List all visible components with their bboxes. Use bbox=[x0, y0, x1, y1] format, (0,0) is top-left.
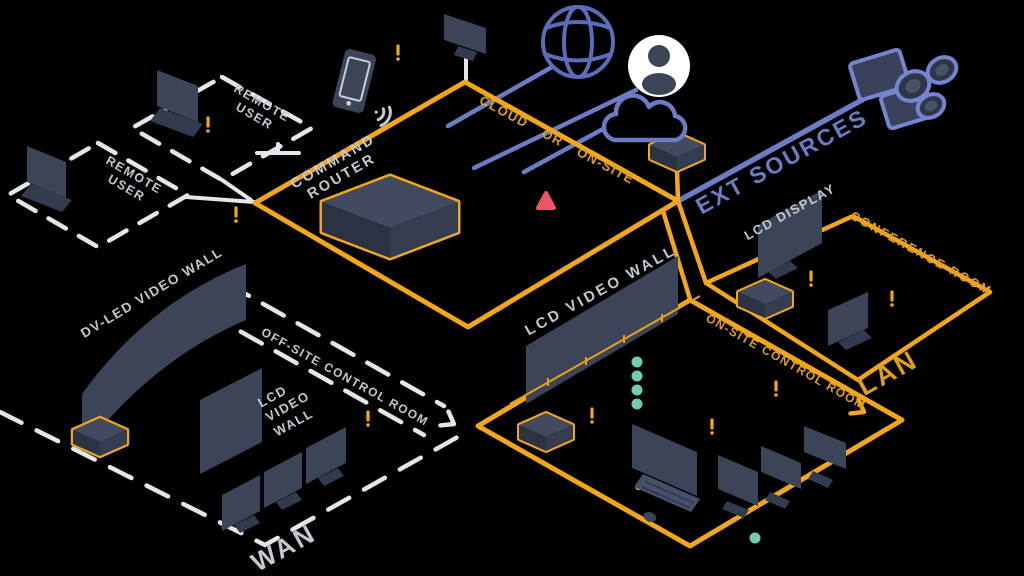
status-dot bbox=[631, 356, 643, 368]
alert-icon bbox=[710, 418, 714, 435]
alert-icon bbox=[234, 206, 238, 223]
on-site-arrow-icon bbox=[848, 397, 867, 416]
status-dot bbox=[631, 370, 643, 382]
alert-icon bbox=[809, 270, 813, 287]
command-router-zone bbox=[252, 79, 681, 330]
conference-room-zone bbox=[703, 213, 993, 383]
status-dot bbox=[631, 398, 643, 410]
monitor-icon bbox=[222, 475, 260, 533]
off-site-link bbox=[203, 281, 447, 438]
tablet-icon bbox=[332, 49, 376, 113]
status-dot bbox=[631, 384, 643, 396]
remote-user-zone-1 bbox=[127, 74, 317, 183]
monitor-icon bbox=[306, 427, 346, 486]
alert-icon bbox=[890, 290, 894, 307]
off-site-video-wall-panel bbox=[200, 368, 262, 474]
monitor-icon bbox=[718, 455, 758, 518]
alert-icon bbox=[206, 116, 210, 133]
globe-icon bbox=[541, 5, 615, 79]
status-dots bbox=[631, 356, 761, 544]
monitor-icon bbox=[761, 446, 801, 509]
alert-icons bbox=[206, 44, 894, 435]
status-dot bbox=[749, 532, 761, 544]
keyboard-icon bbox=[634, 474, 700, 512]
alert-icon bbox=[774, 380, 778, 397]
off-site-arrow-icon bbox=[438, 409, 457, 428]
router-box bbox=[319, 173, 461, 261]
wifi-icon bbox=[374, 105, 392, 127]
lcd-display-panel bbox=[758, 190, 822, 279]
mouse-icon bbox=[643, 511, 657, 523]
laptop-icon bbox=[150, 70, 203, 137]
device-node bbox=[517, 411, 575, 453]
alert-icon bbox=[590, 407, 594, 424]
remote-user-zone-2 bbox=[3, 140, 193, 250]
zone-connectors bbox=[660, 168, 709, 302]
device-node bbox=[736, 278, 794, 320]
on-site-monitors bbox=[718, 426, 846, 518]
wan-zone-border bbox=[0, 409, 466, 548]
source-lines bbox=[445, 64, 865, 203]
monitor-icon bbox=[444, 14, 486, 61]
camera-icon bbox=[848, 47, 959, 131]
dv-led-video-wall bbox=[82, 264, 246, 452]
video-wall-rail bbox=[509, 295, 701, 405]
user-icon bbox=[628, 35, 690, 97]
remote-user-links bbox=[184, 142, 301, 204]
alert-triangle-icon bbox=[536, 191, 556, 210]
lcd-video-wall-panel bbox=[526, 256, 678, 404]
off-site-monitors bbox=[222, 427, 346, 533]
monitor-icon bbox=[264, 452, 302, 510]
cloud-icon bbox=[601, 93, 688, 143]
alert-icon bbox=[366, 410, 370, 427]
device-node bbox=[70, 415, 130, 459]
laptop-icon bbox=[21, 146, 72, 212]
alert-icon bbox=[396, 44, 400, 61]
monitor-icon bbox=[804, 426, 846, 488]
conference-monitor bbox=[828, 292, 872, 350]
